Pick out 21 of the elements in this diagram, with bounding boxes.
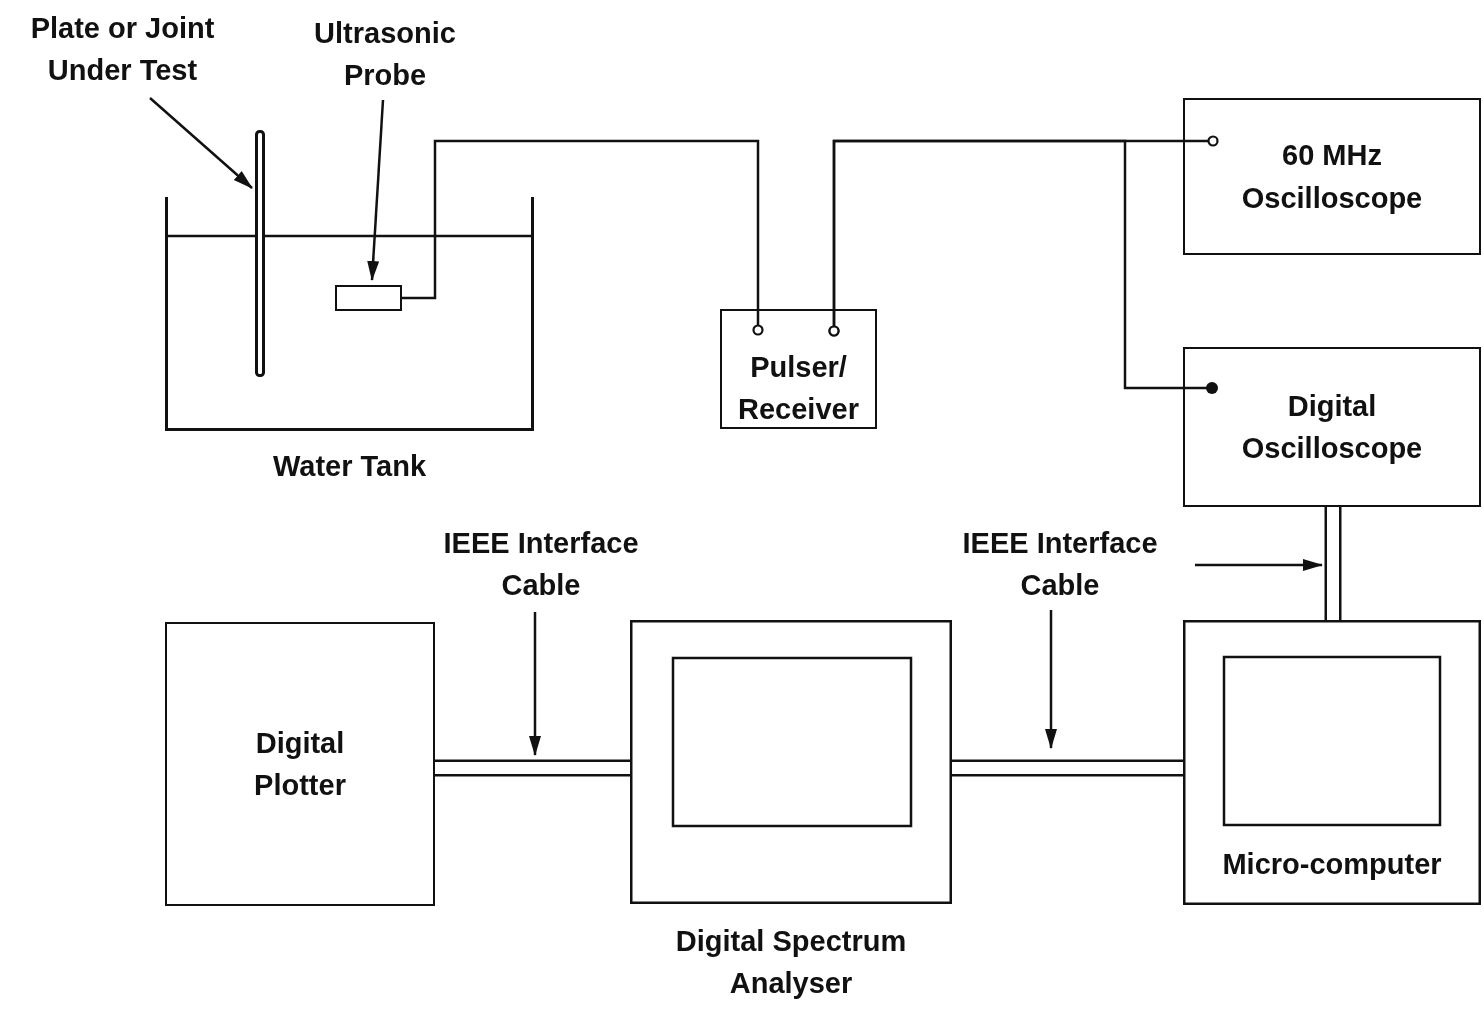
device-box: Digital Oscilloscope: [1183, 347, 1481, 507]
node-label: Water Tank: [272, 448, 427, 484]
leader-arrow: [367, 99, 385, 281]
node-label: Digital Spectrum Analyser: [674, 924, 908, 1002]
leader-arrow: [149, 97, 253, 189]
leader-arrow: [1195, 559, 1323, 571]
device-box: Digital Plotter: [165, 622, 435, 906]
device-box: 60 MHz Oscilloscope: [1183, 98, 1481, 255]
device-box: Pulser/ Receiver: [720, 309, 877, 429]
interface-cable: [952, 759, 1183, 777]
leader-arrow: [1045, 610, 1057, 749]
interface-cable: [1324, 507, 1342, 620]
leader-arrow: [529, 612, 541, 756]
node-label: Ultrasonic Probe: [313, 15, 457, 93]
node-label: IEEE Interface Cable: [442, 525, 640, 603]
node-label: Plate or Joint Under Test: [29, 10, 216, 88]
signal-wire: [828, 139, 1218, 394]
interface-cable: [435, 759, 630, 777]
node-label: Micro-computer: [1222, 846, 1442, 882]
signal-wire: [402, 139, 764, 336]
node-label: IEEE Interface Cable: [961, 525, 1159, 603]
